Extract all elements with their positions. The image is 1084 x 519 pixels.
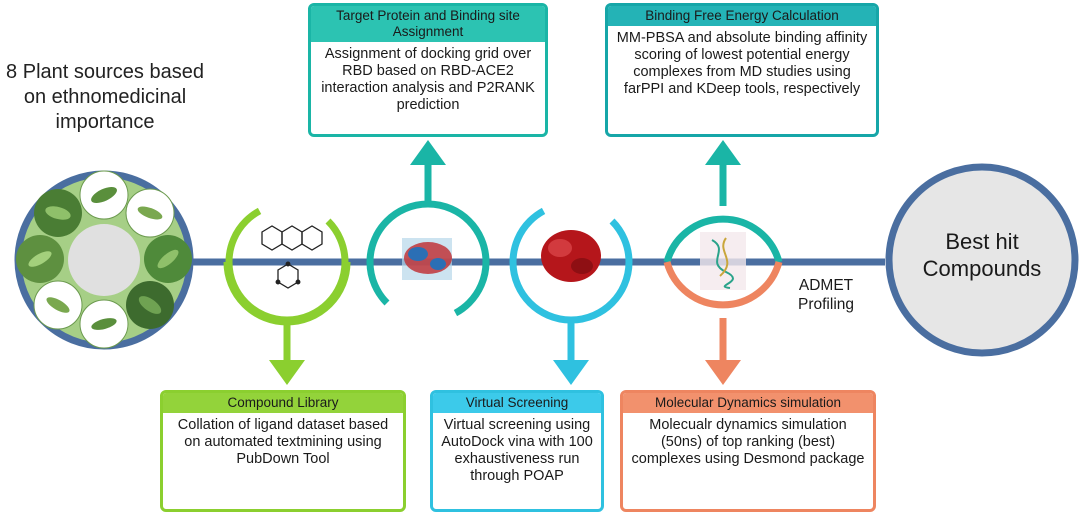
virtual-screening-node: [509, 200, 633, 385]
compound-library-node: [223, 200, 351, 385]
compound-library-description: Collation of ligand dataset based on aut…: [177, 417, 389, 467]
molecular-dynamics-node: [663, 140, 783, 385]
binding-energy-description: MM-PBSA and absolute binding affinity sc…: [616, 30, 868, 97]
best-hit-circle: [885, 163, 1079, 357]
binding-energy-box: Binding Free Energy Calculation MM-PBSA …: [605, 3, 879, 137]
protein-grid-icon: [402, 238, 452, 280]
target-protein-description: Assignment of docking grid over RBD base…: [321, 46, 535, 113]
molecular-dynamics-title: Molecular Dynamics simulation: [623, 393, 873, 413]
target-protein-title: Target Protein and Binding site Assignme…: [311, 6, 545, 42]
target-protein-node: [366, 140, 490, 324]
compound-library-box: Compound Library Collation of ligand dat…: [160, 390, 406, 512]
molecule-icon: [261, 225, 323, 289]
best-hit-label: Best hit Compounds: [922, 229, 1042, 281]
virtual-screening-title: Virtual Screening: [433, 393, 601, 413]
plant-image-icons: [16, 170, 192, 349]
virtual-screening-description: Virtual screening using AutoDock vina wi…: [441, 417, 593, 484]
molecular-dynamics-description: Molecualr dynamics simulation (50ns) of …: [631, 417, 865, 467]
virtual-screening-box: Virtual Screening Virtual screening usin…: [430, 390, 604, 512]
md-complex-icon: [700, 232, 746, 290]
admet-label: ADMET Profiling: [798, 277, 854, 313]
molecular-dynamics-box: Molecular Dynamics simulation Molecualr …: [620, 390, 876, 512]
plant-sources-circle: [14, 170, 194, 350]
plant-sources-title: 8 Plant sources based on ethnomedicinal …: [6, 61, 204, 133]
target-protein-box: Target Protein and Binding site Assignme…: [308, 3, 548, 137]
protein-surface-icon: [541, 230, 601, 282]
binding-energy-title: Binding Free Energy Calculation: [608, 6, 876, 26]
compound-library-title: Compound Library: [163, 393, 403, 413]
